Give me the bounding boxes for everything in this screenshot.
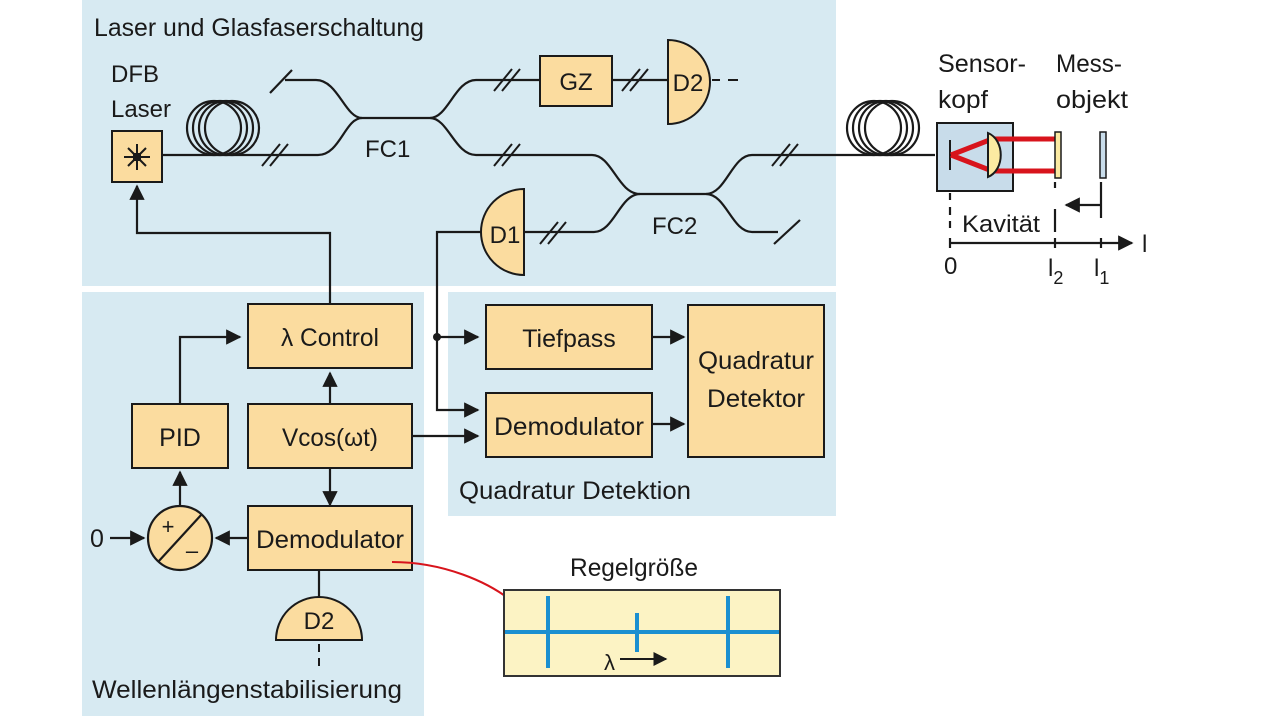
gz-label: GZ	[559, 69, 592, 96]
mirror-far	[1099, 131, 1107, 179]
junction-dot	[433, 333, 441, 341]
lambda-control-label: λ Control	[281, 324, 379, 352]
demodulator-right-block[interactable]: Demodulator	[485, 392, 653, 458]
sensor-head-label-line2: kopf	[938, 86, 988, 114]
coupler-fc2-label: FC2	[652, 213, 697, 240]
mirror-near	[1054, 131, 1062, 179]
dfb-laser-block[interactable]	[111, 130, 163, 183]
signal-plot-title: Regelgröße	[570, 554, 698, 582]
fiber-coil-icon	[185, 99, 261, 157]
axis-label-l: l	[1142, 231, 1147, 258]
tiefpass-label: Tiefpass	[522, 325, 616, 353]
lens-icon	[987, 131, 1002, 179]
demodulator-right-label: Demodulator	[494, 413, 644, 441]
d1-label: D1	[490, 222, 521, 249]
coupler-fc1-label: FC1	[365, 136, 410, 163]
signal-lines	[110, 184, 686, 598]
lambda-control-block[interactable]: λ Control	[247, 303, 413, 369]
summing-junction[interactable]: + –	[146, 504, 214, 572]
axis-tick-zero: 0	[944, 253, 957, 280]
vcos-oscillator-block[interactable]: Vcos(ωt)	[247, 403, 413, 469]
lowpass-filter-block[interactable]: Tiefpass	[485, 304, 653, 370]
quadrature-detector-block[interactable]: Quadratur Detektor	[687, 304, 825, 458]
signal-plot: λ	[503, 589, 781, 677]
summer-plus: +	[162, 514, 175, 539]
cavity-label: Kavität	[962, 211, 1040, 238]
demodulator-left-label: Demodulator	[256, 526, 404, 554]
quad-detector-label-line1: Quadratur	[698, 347, 814, 375]
signal-plot-lambda: λ	[604, 650, 615, 675]
measure-object-label-line2: objekt	[1056, 86, 1128, 114]
measure-object-label-line1: Mess-	[1056, 50, 1122, 78]
asterisk-icon	[124, 144, 150, 170]
setpoint-zero-label: 0	[90, 525, 104, 553]
panel-laser-title: Laser und Glasfaserschaltung	[94, 14, 424, 42]
axis-tick-l1: l1	[1094, 255, 1109, 288]
quad-detector-label-line2: Detektor	[707, 385, 805, 413]
sensor-head[interactable]	[936, 122, 1055, 192]
panel-laser-fiber	[82, 0, 836, 286]
dfb-label-line1: DFB	[111, 61, 159, 88]
fiber-network	[162, 69, 935, 245]
pid-label: PID	[159, 424, 201, 452]
panel-wavelength-title: Wellenlängenstabilisierung	[92, 676, 402, 704]
vcos-label: Vcos(ωt)	[282, 424, 378, 452]
fiber-connectors	[261, 68, 799, 245]
panel-quadrature-title: Quadratur Detektion	[459, 477, 691, 505]
detector-d2-top[interactable]: D2	[667, 38, 711, 126]
detector-d1[interactable]: D1	[480, 187, 525, 277]
demodulator-left-block[interactable]: Demodulator	[247, 505, 413, 571]
gz-block[interactable]: GZ	[539, 55, 613, 107]
d2-bottom-label: D2	[304, 608, 335, 635]
d2-top-label: D2	[673, 70, 704, 97]
summer-minus: –	[186, 538, 199, 563]
axis-tick-l2: l2	[1048, 255, 1063, 288]
detector-d2-bottom[interactable]: D2	[274, 596, 364, 641]
dfb-label-line2: Laser	[111, 96, 171, 123]
cavity-axis	[948, 182, 1134, 251]
sensor-head-label-line1: Sensor-	[938, 50, 1026, 78]
fiber-coil-icon	[845, 99, 921, 157]
pid-block[interactable]: PID	[131, 403, 229, 469]
